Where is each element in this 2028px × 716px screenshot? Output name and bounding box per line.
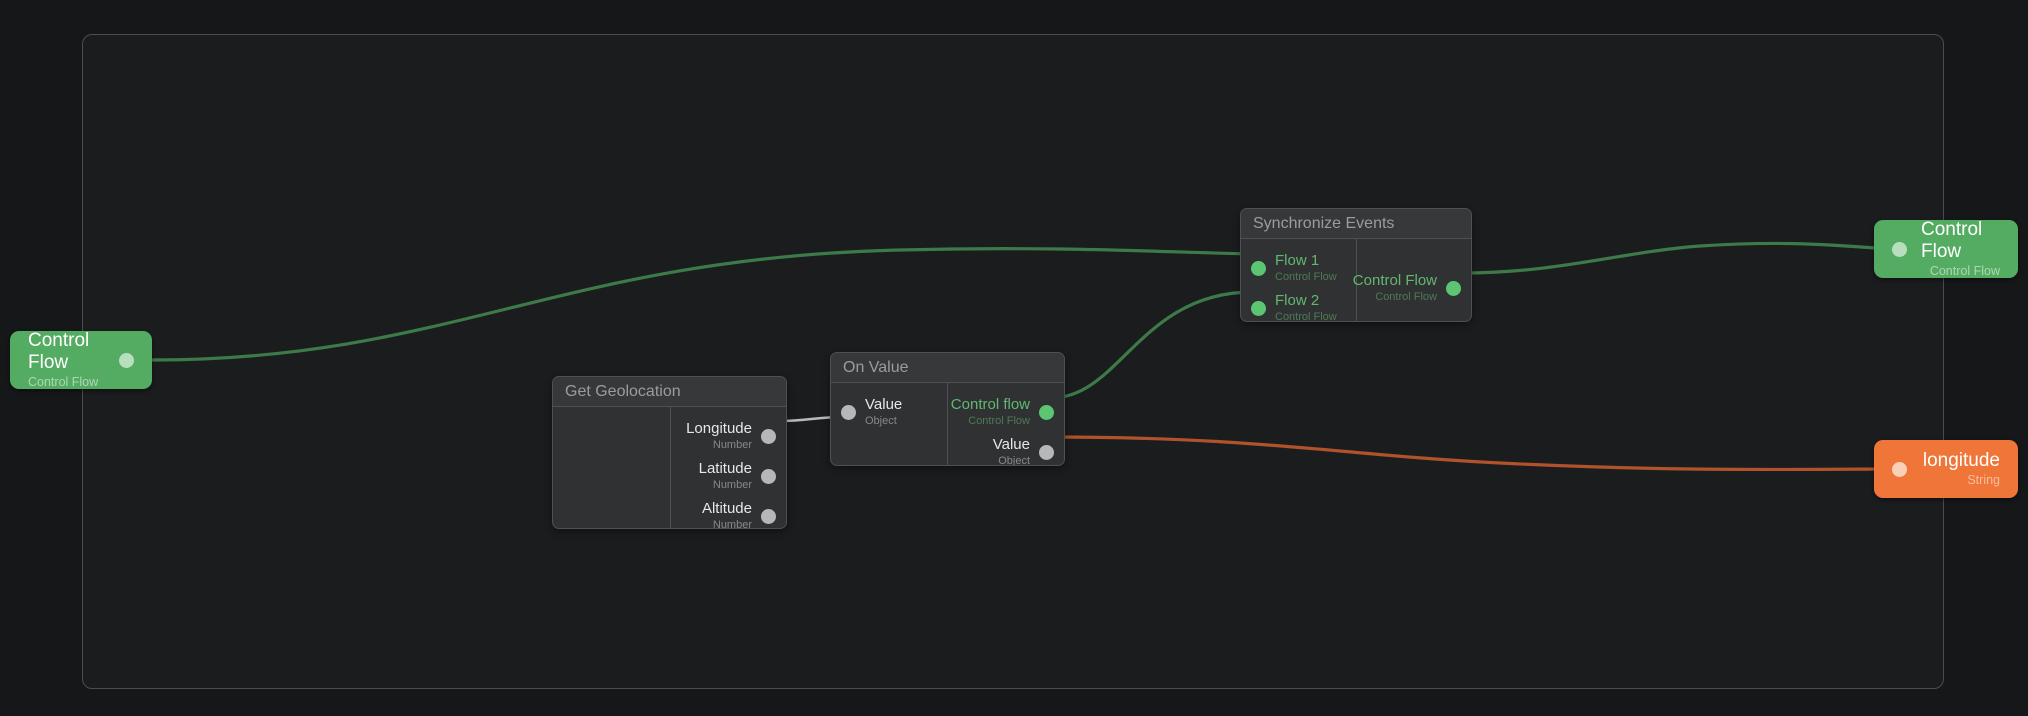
node-synchronize-events[interactable]: Synchronize Events Flow 1 Control Flow F… [1240, 208, 1472, 322]
port-label: Control Flow [1352, 272, 1437, 290]
port-label: Value [992, 436, 1030, 454]
outputs-column: Control flow Control Flow Value Object [948, 383, 1064, 466]
port-type: Number [712, 519, 752, 529]
port-type: Number [712, 478, 752, 491]
port-row-flow-1[interactable]: Flow 1 Control Flow [1241, 248, 1356, 288]
port-type: Control Flow [1375, 290, 1437, 303]
altitude-output-port[interactable] [761, 508, 776, 524]
port-row-latitude[interactable]: Latitude Number [671, 456, 787, 496]
control-flow-output-port[interactable] [1446, 280, 1461, 296]
control-flow-output-port[interactable] [119, 352, 134, 368]
node-title: Synchronize Events [1253, 214, 1395, 232]
flow-1-input-port[interactable] [1251, 260, 1266, 276]
inputs-column: Flow 1 Control Flow Flow 2 Control Flow [1241, 239, 1357, 322]
port-row-longitude[interactable]: Longitude Number [671, 416, 787, 456]
node-on-value[interactable]: On Value Value Object Control flow Contr… [830, 352, 1065, 466]
latitude-output-port[interactable] [761, 468, 776, 484]
node-subtitle: Control Flow [1929, 264, 2000, 279]
port-type: Control Flow [968, 414, 1030, 427]
control-flow-output-port[interactable] [1039, 404, 1054, 420]
port-type: Number [712, 438, 752, 451]
flow-2-input-port[interactable] [1251, 300, 1266, 316]
node-subtitle: String [1967, 473, 2000, 488]
node-subtitle: Control Flow [28, 375, 99, 390]
port-row-value-out[interactable]: Value Object [948, 432, 1064, 466]
port-row-flow-2[interactable]: Flow 2 Control Flow [1241, 288, 1356, 322]
value-input-port[interactable] [841, 404, 856, 420]
node-header[interactable]: Synchronize Events [1241, 209, 1471, 239]
node-title: On Value [843, 358, 909, 376]
port-label: Value [865, 396, 903, 413]
port-row-control-flow-out[interactable]: Control flow Control Flow [948, 392, 1064, 432]
node-title: Get Geolocation [565, 382, 681, 400]
node-title: Control Flow [1921, 219, 1983, 263]
outputs-column: Control Flow Control Flow [1353, 239, 1471, 321]
control-flow-input-port[interactable] [1892, 241, 1907, 257]
node-longitude-variable[interactable]: longitude String [1874, 440, 2018, 498]
port-type: Control Flow [1275, 270, 1337, 283]
port-row-value-in[interactable]: Value Object [831, 392, 947, 432]
port-label: Flow 2 [1275, 292, 1320, 310]
node-header[interactable]: On Value [831, 353, 1064, 383]
node-get-geolocation[interactable]: Get Geolocation Longitude Number Latitud… [552, 376, 787, 529]
port-row-altitude[interactable]: Altitude Number [671, 496, 787, 529]
inputs-column [553, 407, 671, 528]
port-label: Latitude [698, 460, 752, 478]
port-row-control-flow-out[interactable]: Control Flow Control Flow [1353, 268, 1471, 308]
port-label: Altitude [701, 500, 752, 518]
node-title: longitude [1922, 450, 2000, 472]
port-type: Object [865, 414, 897, 427]
outputs-column: Longitude Number Latitude Number Altitud… [671, 407, 787, 529]
longitude-input-port[interactable] [1892, 461, 1907, 477]
port-type: Object [998, 454, 1030, 466]
port-label: Flow 1 [1275, 252, 1320, 269]
longitude-output-port[interactable] [761, 428, 776, 444]
inputs-column: Value Object [831, 383, 948, 465]
node-control-flow-output[interactable]: Control Flow Control Flow [1874, 219, 2018, 279]
port-label: Control flow [950, 396, 1030, 413]
node-control-flow-input[interactable]: Control Flow Control Flow [10, 330, 152, 390]
port-label: Longitude [686, 420, 752, 437]
node-title: Control Flow [28, 330, 90, 374]
value-output-port[interactable] [1039, 444, 1054, 460]
node-header[interactable]: Get Geolocation [553, 377, 786, 407]
port-type: Control Flow [1275, 310, 1337, 322]
